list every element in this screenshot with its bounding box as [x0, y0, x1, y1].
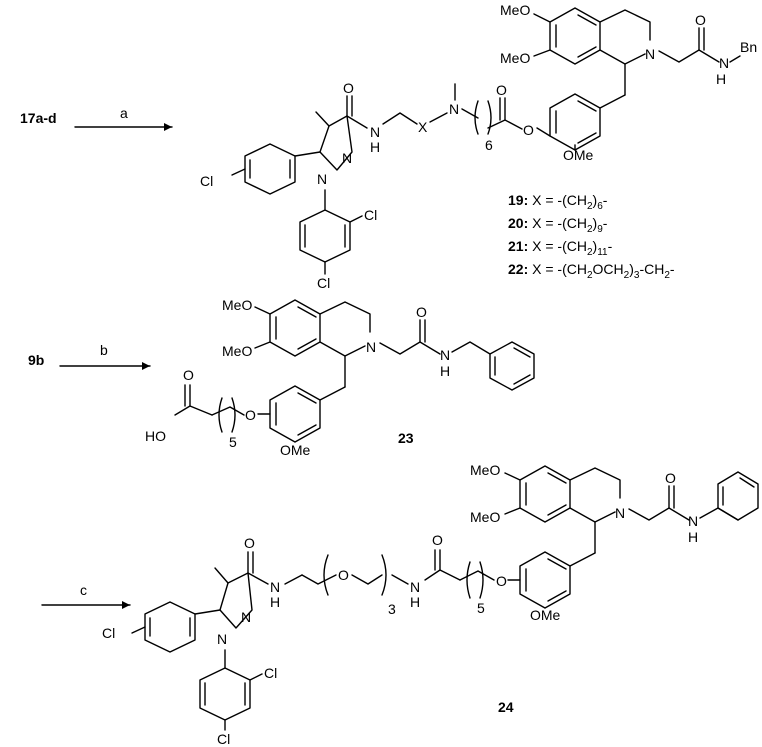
atom-O: O [338, 567, 349, 583]
atom-H: H [440, 363, 450, 379]
atom-N: N [410, 579, 420, 595]
dichlorophenyl-ring [199, 667, 251, 721]
series-legend: 19: X = -(CH2)6- 20: X = -(CH2)9- 21: X … [508, 192, 675, 281]
methoxy-label: MeO [222, 343, 252, 359]
atom-O: O [244, 535, 255, 551]
arrowhead-a [164, 123, 172, 131]
arrowhead-b [142, 362, 150, 370]
methoxy-label: OMe [280, 442, 311, 458]
atom-O: O [496, 82, 507, 98]
chlorophenyl-ring [144, 601, 196, 653]
atom-N: N [217, 631, 227, 647]
atom-O: O [245, 407, 256, 423]
atom-O: O [416, 304, 427, 320]
series-21: 21: X = -(CH2)11- [508, 238, 613, 258]
series-22: 22: X = -(CH2OCH2)3-CH2- [508, 261, 675, 281]
hydroxyl-label: HO [145, 428, 166, 444]
atom-O: O [496, 573, 507, 589]
atom-N: N [688, 513, 698, 529]
atom-O: O [665, 470, 676, 486]
repeat-count-6: 6 [485, 137, 493, 153]
atom-N: N [241, 609, 251, 625]
repeat-count-5: 5 [477, 600, 485, 616]
atom-N: N [370, 124, 380, 140]
start-compound-9b: 9b [28, 352, 44, 368]
reagent-b: b [100, 342, 108, 358]
atom-N: N [440, 347, 450, 363]
atom-N: N [615, 505, 625, 521]
reagent-c: c [80, 582, 87, 598]
phenyl-ring [489, 341, 535, 391]
linker-X: X [418, 119, 428, 135]
isoquinoline-benzene-ring [549, 7, 601, 65]
atom-H: H [716, 71, 726, 87]
isoquinoline-benzene-ring [269, 299, 321, 357]
series-20: 20: X = -(CH2)9- [508, 215, 608, 235]
chloro-label: Cl [217, 731, 230, 747]
methoxy-label: OMe [563, 147, 594, 163]
product-19-22-structure: N O N H Bn MeO MeO OMe O O 6 N [200, 2, 757, 291]
series-19: 19: X = -(CH2)6- [508, 192, 608, 212]
aryl-ring [269, 385, 321, 443]
arrowhead-c [122, 601, 130, 609]
atom-H: H [270, 594, 280, 610]
product-24-structure: N O N H MeO MeO OMe O 5 O N H [102, 462, 759, 747]
atom-N: N [645, 46, 655, 62]
atom-N: N [366, 339, 376, 355]
methoxy-label: MeO [470, 462, 500, 478]
benzyl-group: Bn [740, 39, 757, 55]
atom-N: N [317, 171, 327, 187]
atom-O: O [523, 122, 534, 138]
atom-H: H [370, 139, 380, 155]
atom-H: H [688, 529, 698, 545]
product-23-structure: N O N H MeO MeO OMe O 5 O HO [145, 297, 535, 458]
atom-O: O [183, 367, 194, 383]
atom-O: O [432, 532, 443, 548]
isoquinoline-benzene-ring [519, 465, 571, 523]
atom-O: O [695, 12, 706, 28]
methoxy-label: MeO [500, 50, 530, 66]
phenyl-ring [717, 471, 759, 521]
aryl-ring [549, 93, 601, 151]
chloro-label: Cl [264, 665, 277, 681]
chloro-label: Cl [317, 275, 330, 291]
pyrazole-ring [219, 572, 253, 629]
atom-O: O [343, 80, 354, 96]
atom-H: H [410, 594, 420, 610]
atom-N: N [270, 579, 280, 595]
methoxy-label: OMe [530, 607, 561, 623]
reagent-a: a [120, 105, 128, 121]
start-compound-17a-d: 17a-d [20, 110, 57, 126]
chloro-label: Cl [102, 625, 115, 641]
methoxy-label: MeO [470, 509, 500, 525]
atom-N: N [449, 101, 459, 117]
chlorophenyl-ring [244, 143, 296, 195]
paren-left [474, 100, 479, 135]
compound-24-label: 24 [498, 699, 514, 715]
pyrazole-ring [319, 115, 353, 171]
methoxy-label: MeO [500, 2, 530, 18]
atom-N: N [342, 150, 352, 166]
methoxy-label: MeO [222, 297, 252, 313]
repeat-count-3: 3 [388, 601, 396, 617]
compound-23-label: 23 [398, 430, 414, 446]
repeat-count-5: 5 [229, 434, 237, 450]
chloro-label: Cl [364, 207, 377, 223]
atom-N: N [719, 55, 729, 71]
aryl-ring [519, 551, 571, 609]
chloro-label: Cl [200, 173, 213, 189]
dichlorophenyl-ring [299, 209, 351, 263]
